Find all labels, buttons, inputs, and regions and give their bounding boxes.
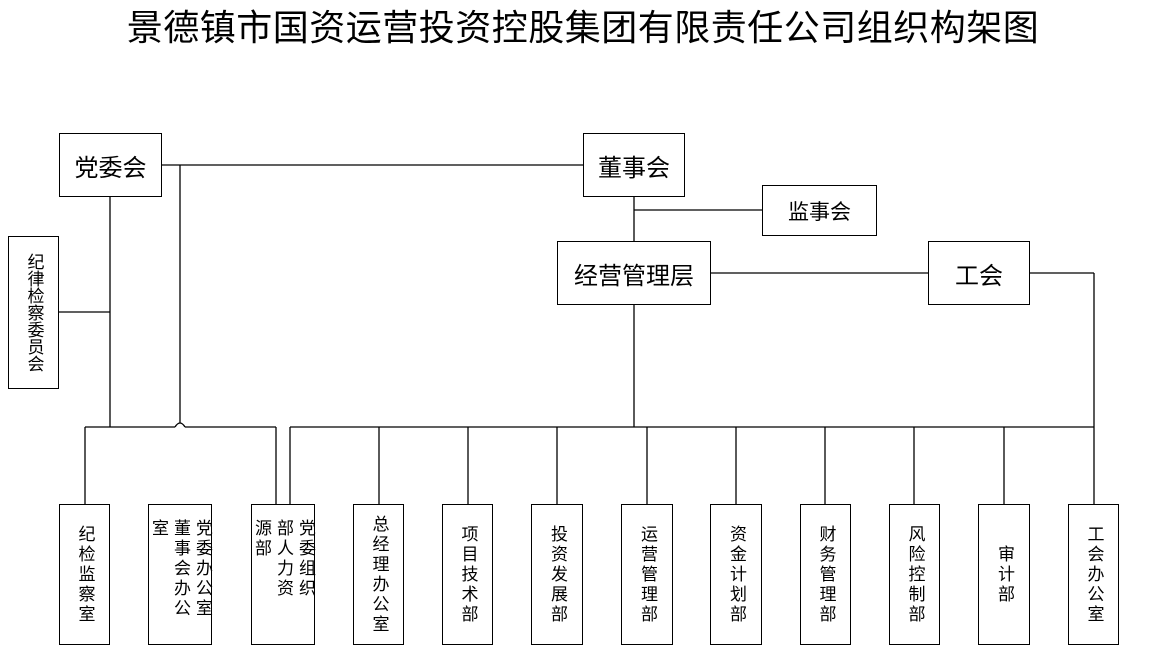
- dept-label: 工会办公室: [1083, 524, 1104, 625]
- management-label: 经营管理层: [574, 261, 694, 290]
- dept-audit: 审计部: [978, 504, 1030, 645]
- dept-label: 资金计划部: [726, 524, 746, 625]
- dept-finance-management: 财务管理部: [800, 504, 851, 645]
- dept-label: 项目技术部: [457, 524, 478, 625]
- dept-general-manager-office: 总经理办公室: [353, 504, 404, 645]
- dept-organization-hr: 党委组织部人力资源部: [251, 504, 315, 645]
- board-label: 董事会: [598, 153, 670, 182]
- dept-label: 运营管理部: [637, 524, 657, 625]
- board-box: 董事会: [583, 133, 685, 197]
- dept-discipline-office: 纪检监察室: [59, 504, 110, 645]
- dept-fund-planning: 资金计划部: [710, 504, 762, 645]
- dept-label: 审计部: [994, 544, 1014, 605]
- dept-label: 党委办公室董事会办公室: [148, 519, 212, 619]
- discipline-committee-box: 纪律检察委员会: [8, 236, 59, 389]
- dept-operations-management: 运营管理部: [621, 504, 673, 645]
- management-box: 经营管理层: [557, 241, 711, 305]
- dept-label: 财务管理部: [815, 524, 836, 625]
- supervisory-board-box: 监事会: [762, 185, 877, 236]
- dept-label: 总经理办公室: [368, 514, 389, 635]
- dept-label: 党委组织部人力资源部: [251, 519, 315, 599]
- dept-label: 投资发展部: [547, 524, 567, 625]
- party-committee-label: 党委会: [74, 153, 147, 182]
- dept-label: 纪检监察室: [74, 524, 95, 625]
- dept-label: 风险控制部: [904, 524, 925, 625]
- discipline-committee-label: 纪律检察委员会: [23, 253, 44, 372]
- supervisory-board-label: 监事会: [788, 199, 851, 224]
- dept-union-office: 工会办公室: [1068, 504, 1119, 645]
- chart-title: 景德镇市国资运营投资控股集团有限责任公司组织构架图: [126, 8, 1040, 49]
- union-box: 工会: [928, 241, 1030, 305]
- dept-party-board-office: 党委办公室董事会办公室: [148, 504, 212, 645]
- dept-project-technology: 项目技术部: [442, 504, 493, 645]
- dept-investment-development: 投资发展部: [531, 504, 583, 645]
- dept-risk-control: 风险控制部: [889, 504, 940, 645]
- party-committee-box: 党委会: [59, 133, 162, 197]
- union-label: 工会: [955, 261, 1003, 290]
